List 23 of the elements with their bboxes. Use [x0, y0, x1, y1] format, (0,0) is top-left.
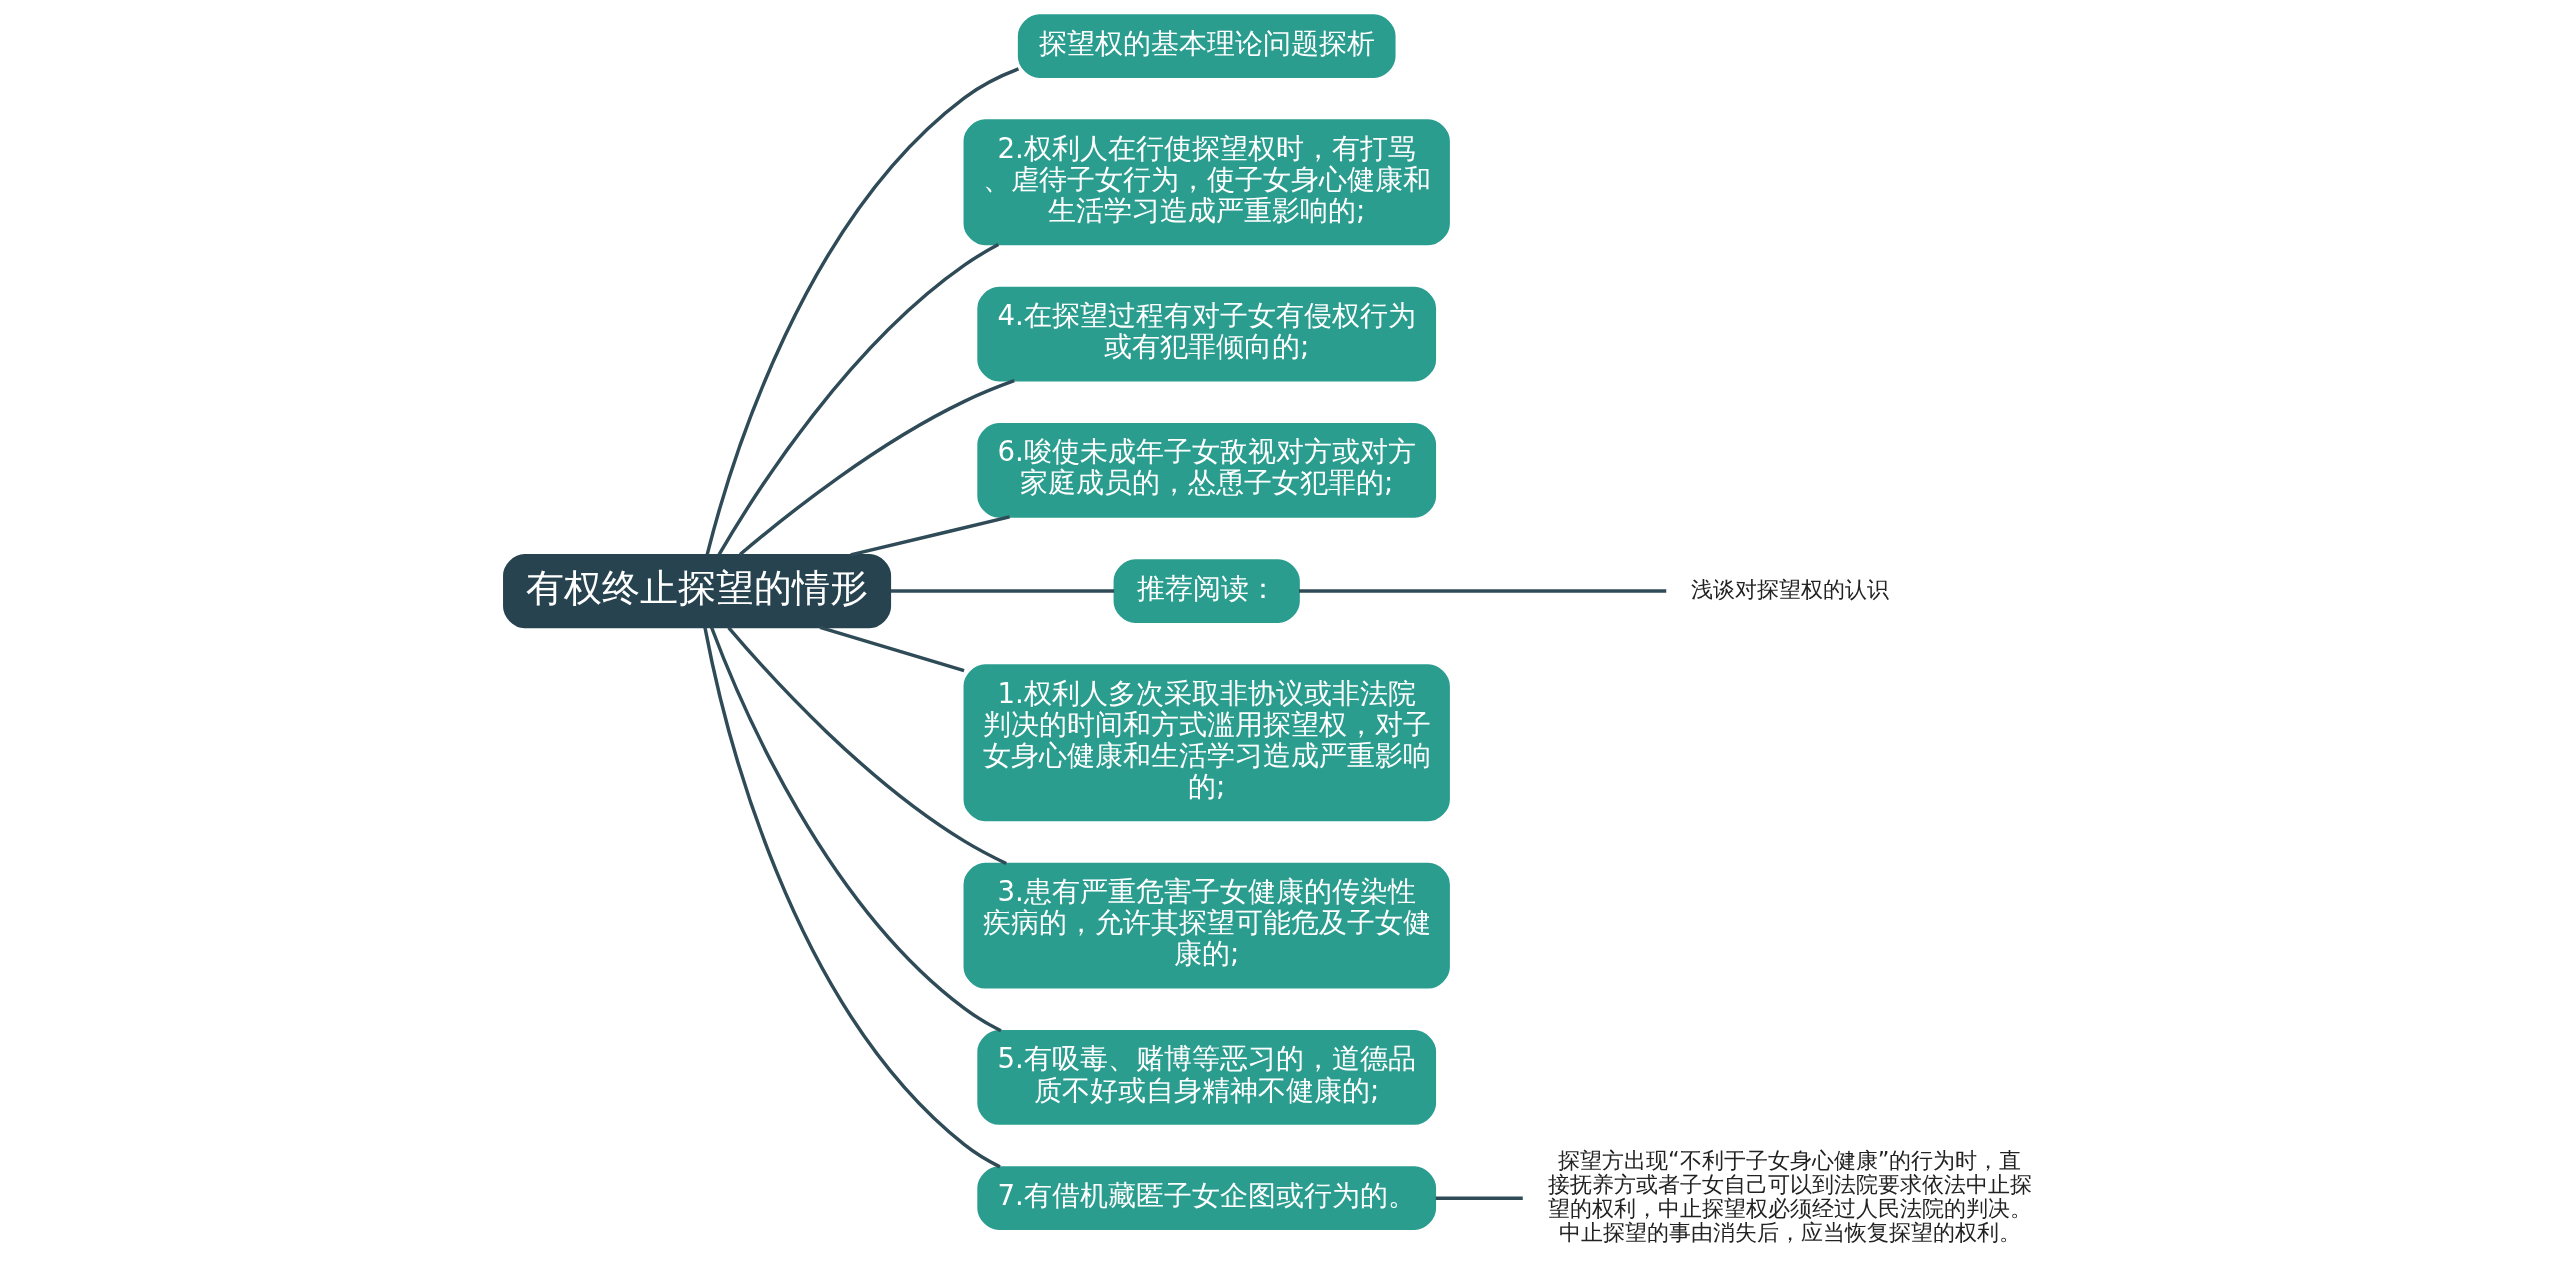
node-box: 探望权的基本理论问题探析	[1017, 14, 1396, 78]
node-text: 探望方出现“不利于子女身心健康”的行为时，直接抚养方或者子女自己可以到法院要求依法中止探望的权利，中止探望权必须经过人民法院的判决。中止探望的事由消失后，应当恢复探望的权利。	[1547, 1146, 2032, 1246]
connector	[738, 379, 1015, 556]
node-box: 1.权利人多次采取非协议或非法院判决的时间和方式滥用探望权，对子女身心健康和生活学习造成严重影响的;	[963, 664, 1450, 822]
node-box: 7.有借机藏匿子女企图或行为的。	[977, 1166, 1437, 1231]
node-box: 2.权利人在行使探望权时，有打骂、虐待子女行为，使子女身心健康和生活学习造成严重影响的;	[963, 119, 1450, 246]
connector	[717, 243, 1000, 556]
node-box: 3.患有严重危害子女健康的传染性疾病的，允许其探望可能危及子女健康的;	[963, 862, 1450, 989]
connector	[727, 626, 1007, 866]
node-box: 推荐阅读：	[1113, 559, 1300, 623]
connector	[705, 67, 1020, 555]
node-box: 6.唆使未成年子女敌视对方或对方家庭成员的，怂恿子女犯罪的;	[977, 422, 1437, 518]
connector	[850, 515, 1010, 557]
connector	[703, 627, 1001, 1169]
node-text: 浅谈对探望权的认识	[1690, 575, 1889, 602]
node-box: 5.有吸毒、赌博等恶习的，道德品质不好或自身精神不健康的;	[977, 1030, 1437, 1125]
connector	[890, 589, 1115, 593]
connector	[1298, 589, 1667, 593]
node-box: 4.在探望过程有对子女有侵权行为或有犯罪倾向的;	[977, 286, 1437, 382]
connector	[819, 625, 965, 673]
node-box: 有权终止探望的情形	[503, 554, 892, 629]
connector	[710, 626, 1002, 1033]
connector	[1435, 1196, 1523, 1200]
